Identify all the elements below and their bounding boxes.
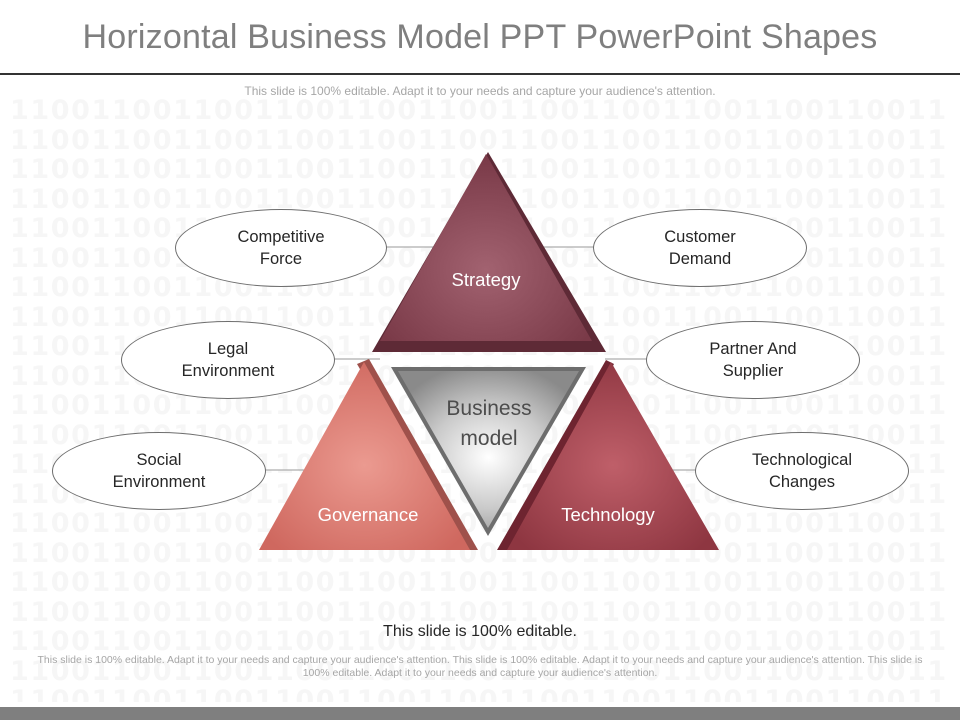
oval-legal-environment-line2: Environment — [181, 362, 275, 380]
technology-triangle-shadow — [497, 360, 614, 550]
oval-competitive-force-line1: Competitive — [237, 228, 325, 246]
oval-competitive-force-line2: Force — [259, 250, 303, 268]
oval-customer-demand-line1: Customer — [664, 228, 736, 246]
center-triangle — [391, 367, 586, 536]
business-model-label: Business model — [419, 394, 559, 454]
strategy-triangle — [372, 152, 606, 352]
footer-editable-note: This slide is 100% editable. — [383, 623, 577, 640]
governance-label: Governance — [317, 504, 419, 525]
business-model-label-line2: model — [460, 427, 518, 450]
governance-triangle-face — [259, 362, 470, 550]
bottom-bar — [0, 707, 960, 720]
oval-customer-demand-line2: Demand — [668, 250, 732, 268]
strategy-label: Strategy — [451, 269, 521, 290]
title-divider — [0, 73, 960, 75]
oval-legal-environment-line1: Legal — [207, 340, 249, 358]
governance-triangle — [259, 359, 478, 550]
slide-title: Horizontal Business Model PPT PowerPoint… — [82, 18, 878, 56]
strategy-triangle-face — [380, 154, 592, 341]
connector-lines — [263, 246, 697, 471]
oval-technological-changes-line2: Changes — [768, 473, 836, 491]
oval-social-environment-line2: Environment — [112, 473, 206, 491]
business-model-label-line1: Business — [446, 397, 532, 420]
oval-partner-and-supplier-line1: Partner And — [709, 340, 797, 358]
center-triangle-face — [398, 371, 579, 528]
technology-triangle-face — [507, 362, 719, 550]
oval-partner-and-supplier-line2: Supplier — [722, 362, 784, 380]
oval-social-environment-line1: Social — [136, 451, 182, 469]
oval-technological-changes-line1: Technological — [752, 451, 852, 469]
technology-label: Technology — [561, 504, 655, 525]
technology-triangle — [497, 360, 719, 550]
footer-small-text: This slide is 100% editable. Adapt it to… — [37, 654, 923, 679]
slide-subtitle: This slide is 100% editable. Adapt it to… — [244, 84, 716, 98]
